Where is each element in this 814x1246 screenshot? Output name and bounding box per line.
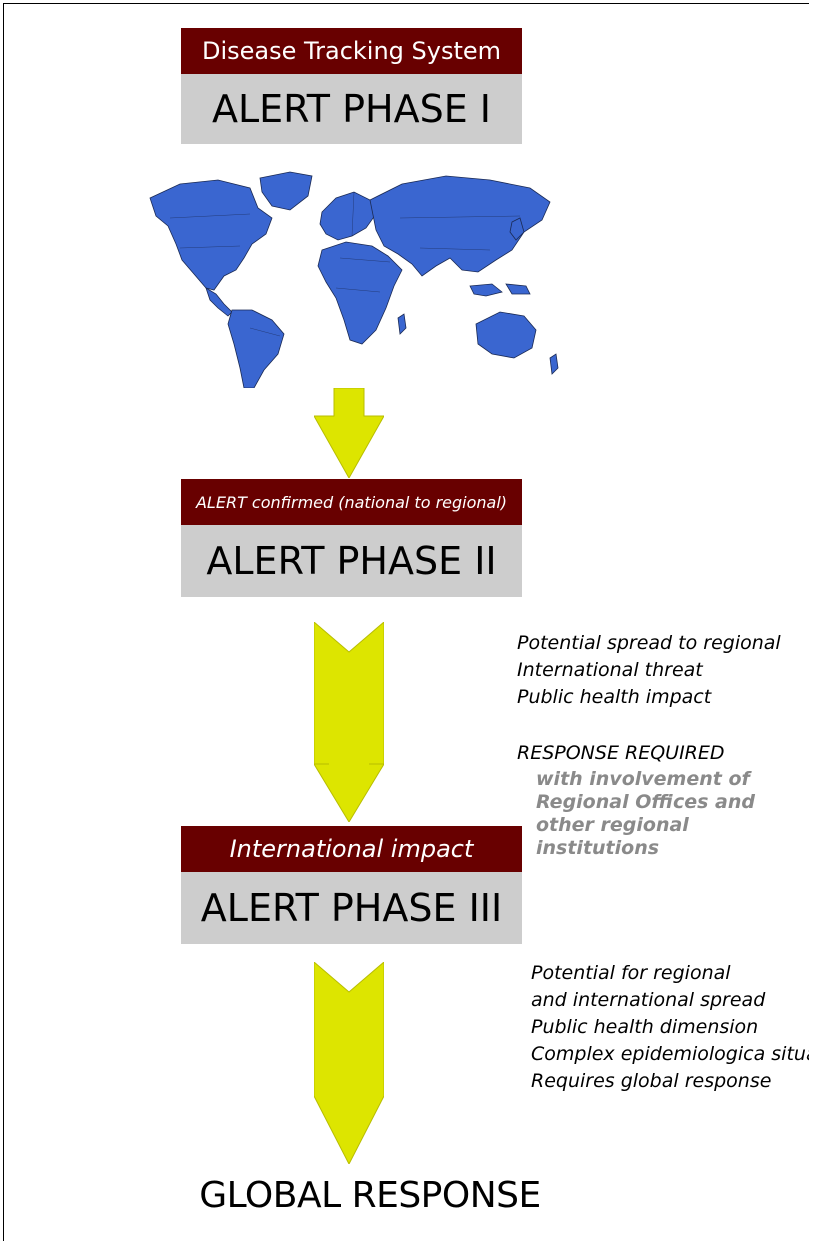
slide-frame bbox=[3, 3, 809, 1241]
system-title: Disease Tracking System bbox=[201, 37, 502, 65]
response-required-label: RESPONSE REQUIRED bbox=[517, 742, 725, 764]
response-detail: with involvement of Regional Offices and… bbox=[536, 768, 755, 860]
phase-2-notes: Potential spread to regional Internation… bbox=[517, 630, 814, 711]
phase-2-band: ALERT confirmed (national to regional) bbox=[181, 479, 522, 525]
response-detail-line: Regional Offices and bbox=[536, 791, 756, 813]
alert-phase-2-box: ALERT PHASE II bbox=[181, 525, 522, 597]
phase-2-note-line: Public health impact bbox=[517, 686, 712, 708]
phase-3-note-line: and international spread bbox=[531, 989, 766, 1011]
response-detail-line: other regional bbox=[536, 814, 689, 836]
phase-2-note-line: International threat bbox=[517, 659, 703, 681]
alert-phase-1-label: ALERT PHASE I bbox=[211, 87, 491, 131]
chevron-arrow-icon-2 bbox=[314, 622, 384, 822]
world-map-icon bbox=[149, 171, 559, 388]
phase-3-notes: Potential for regional and international… bbox=[531, 960, 809, 1095]
alert-phase-3-box: ALERT PHASE III bbox=[181, 872, 522, 944]
phase-3-note-line: Public health dimension bbox=[531, 1016, 759, 1038]
response-required-heading: RESPONSE REQUIRED bbox=[517, 740, 814, 767]
chevron-arrow-icon-3 bbox=[314, 962, 384, 1164]
phase-3-band-label: International impact bbox=[229, 835, 474, 863]
global-response-label: GLOBAL RESPONSE bbox=[199, 1175, 541, 1216]
response-detail-line: institutions bbox=[536, 837, 660, 859]
phase-3-note-line: Requires global response bbox=[531, 1070, 772, 1092]
phase-2-note-line: Potential spread to regional bbox=[517, 632, 781, 654]
system-title-band: Disease Tracking System bbox=[181, 28, 522, 74]
phase-3-band: International impact bbox=[181, 826, 522, 872]
down-arrow-icon-1 bbox=[314, 388, 384, 478]
response-detail-line: with involvement of bbox=[536, 768, 750, 790]
phase-3-note-line: Potential for regional bbox=[531, 962, 731, 984]
phase-3-note-line: Complex epidemiologica situation bbox=[531, 1043, 809, 1065]
alert-phase-1-box: ALERT PHASE I bbox=[181, 74, 522, 144]
phase-2-band-label: ALERT confirmed (national to regional) bbox=[195, 492, 508, 512]
alert-phase-3-label: ALERT PHASE III bbox=[200, 886, 503, 930]
alert-phase-2-label: ALERT PHASE II bbox=[206, 539, 497, 583]
